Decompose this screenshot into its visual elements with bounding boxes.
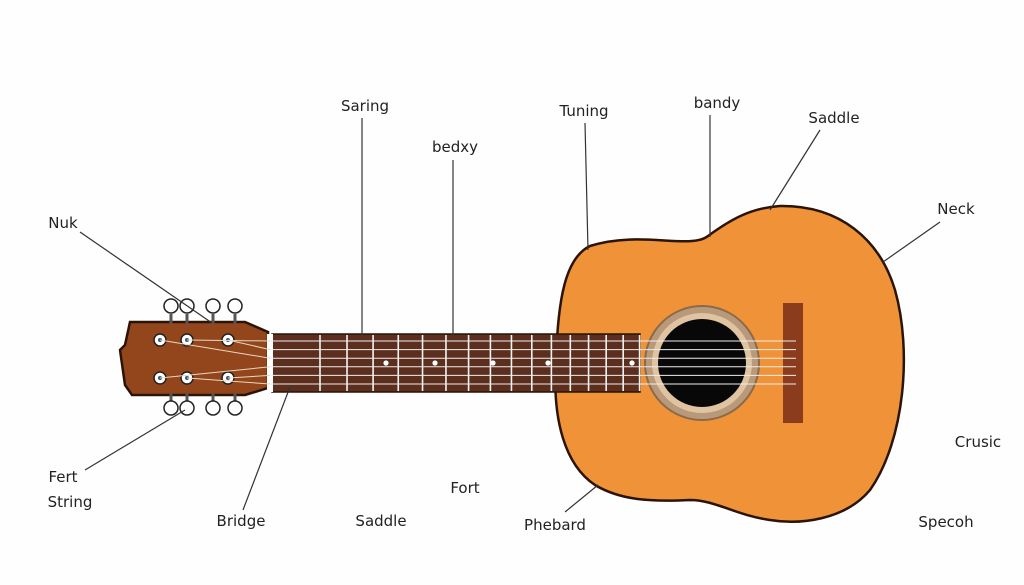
string-headstock	[159, 366, 271, 379]
label-crusic: Crusic	[954, 433, 1002, 451]
label-phebard: Phebard	[524, 516, 586, 534]
leader-lines	[79, 115, 941, 513]
fret-marker-dot	[629, 360, 635, 366]
strings	[159, 339, 796, 385]
label-neck: Neck	[937, 200, 975, 218]
string-headstock	[159, 339, 271, 359]
label-fert: Fert	[48, 468, 78, 486]
frets	[319, 335, 641, 391]
label-saddle-top: Saddle	[808, 109, 860, 127]
fret-marker-dot	[383, 360, 389, 366]
tuner-knob	[205, 298, 221, 314]
string-headstock	[227, 374, 271, 379]
label-string: String	[47, 493, 93, 511]
headstock	[118, 320, 270, 397]
label-bridge: Bridge	[216, 512, 266, 530]
nut	[267, 334, 273, 392]
label-bedxy: bedxy	[431, 138, 479, 156]
label-specoh: Specoh	[918, 513, 974, 531]
tuner-knob	[163, 400, 179, 416]
string-headstock	[227, 339, 271, 351]
label-saring: Saring	[340, 97, 390, 115]
tuner-knob	[227, 298, 243, 314]
fret-marker-dot	[490, 360, 496, 366]
fret-marker-dot	[545, 360, 551, 366]
label-saddle-bottom: Saddle	[355, 512, 407, 530]
fret-marker-dot	[432, 360, 438, 366]
label-nuk: Nuk	[48, 214, 78, 232]
label-bandy: bandy	[693, 94, 741, 112]
soundhole	[658, 319, 746, 407]
tuner-knob	[179, 400, 195, 416]
label-tuning: Tuning	[559, 102, 609, 120]
tuner-knob	[163, 298, 179, 314]
fretboard	[271, 333, 641, 393]
string-headstock	[186, 377, 271, 385]
fret-markers	[383, 360, 635, 366]
tuner-knob	[205, 400, 221, 416]
tuner-knob	[227, 400, 243, 416]
bridge	[783, 303, 803, 423]
label-fort: Fort	[450, 479, 480, 497]
